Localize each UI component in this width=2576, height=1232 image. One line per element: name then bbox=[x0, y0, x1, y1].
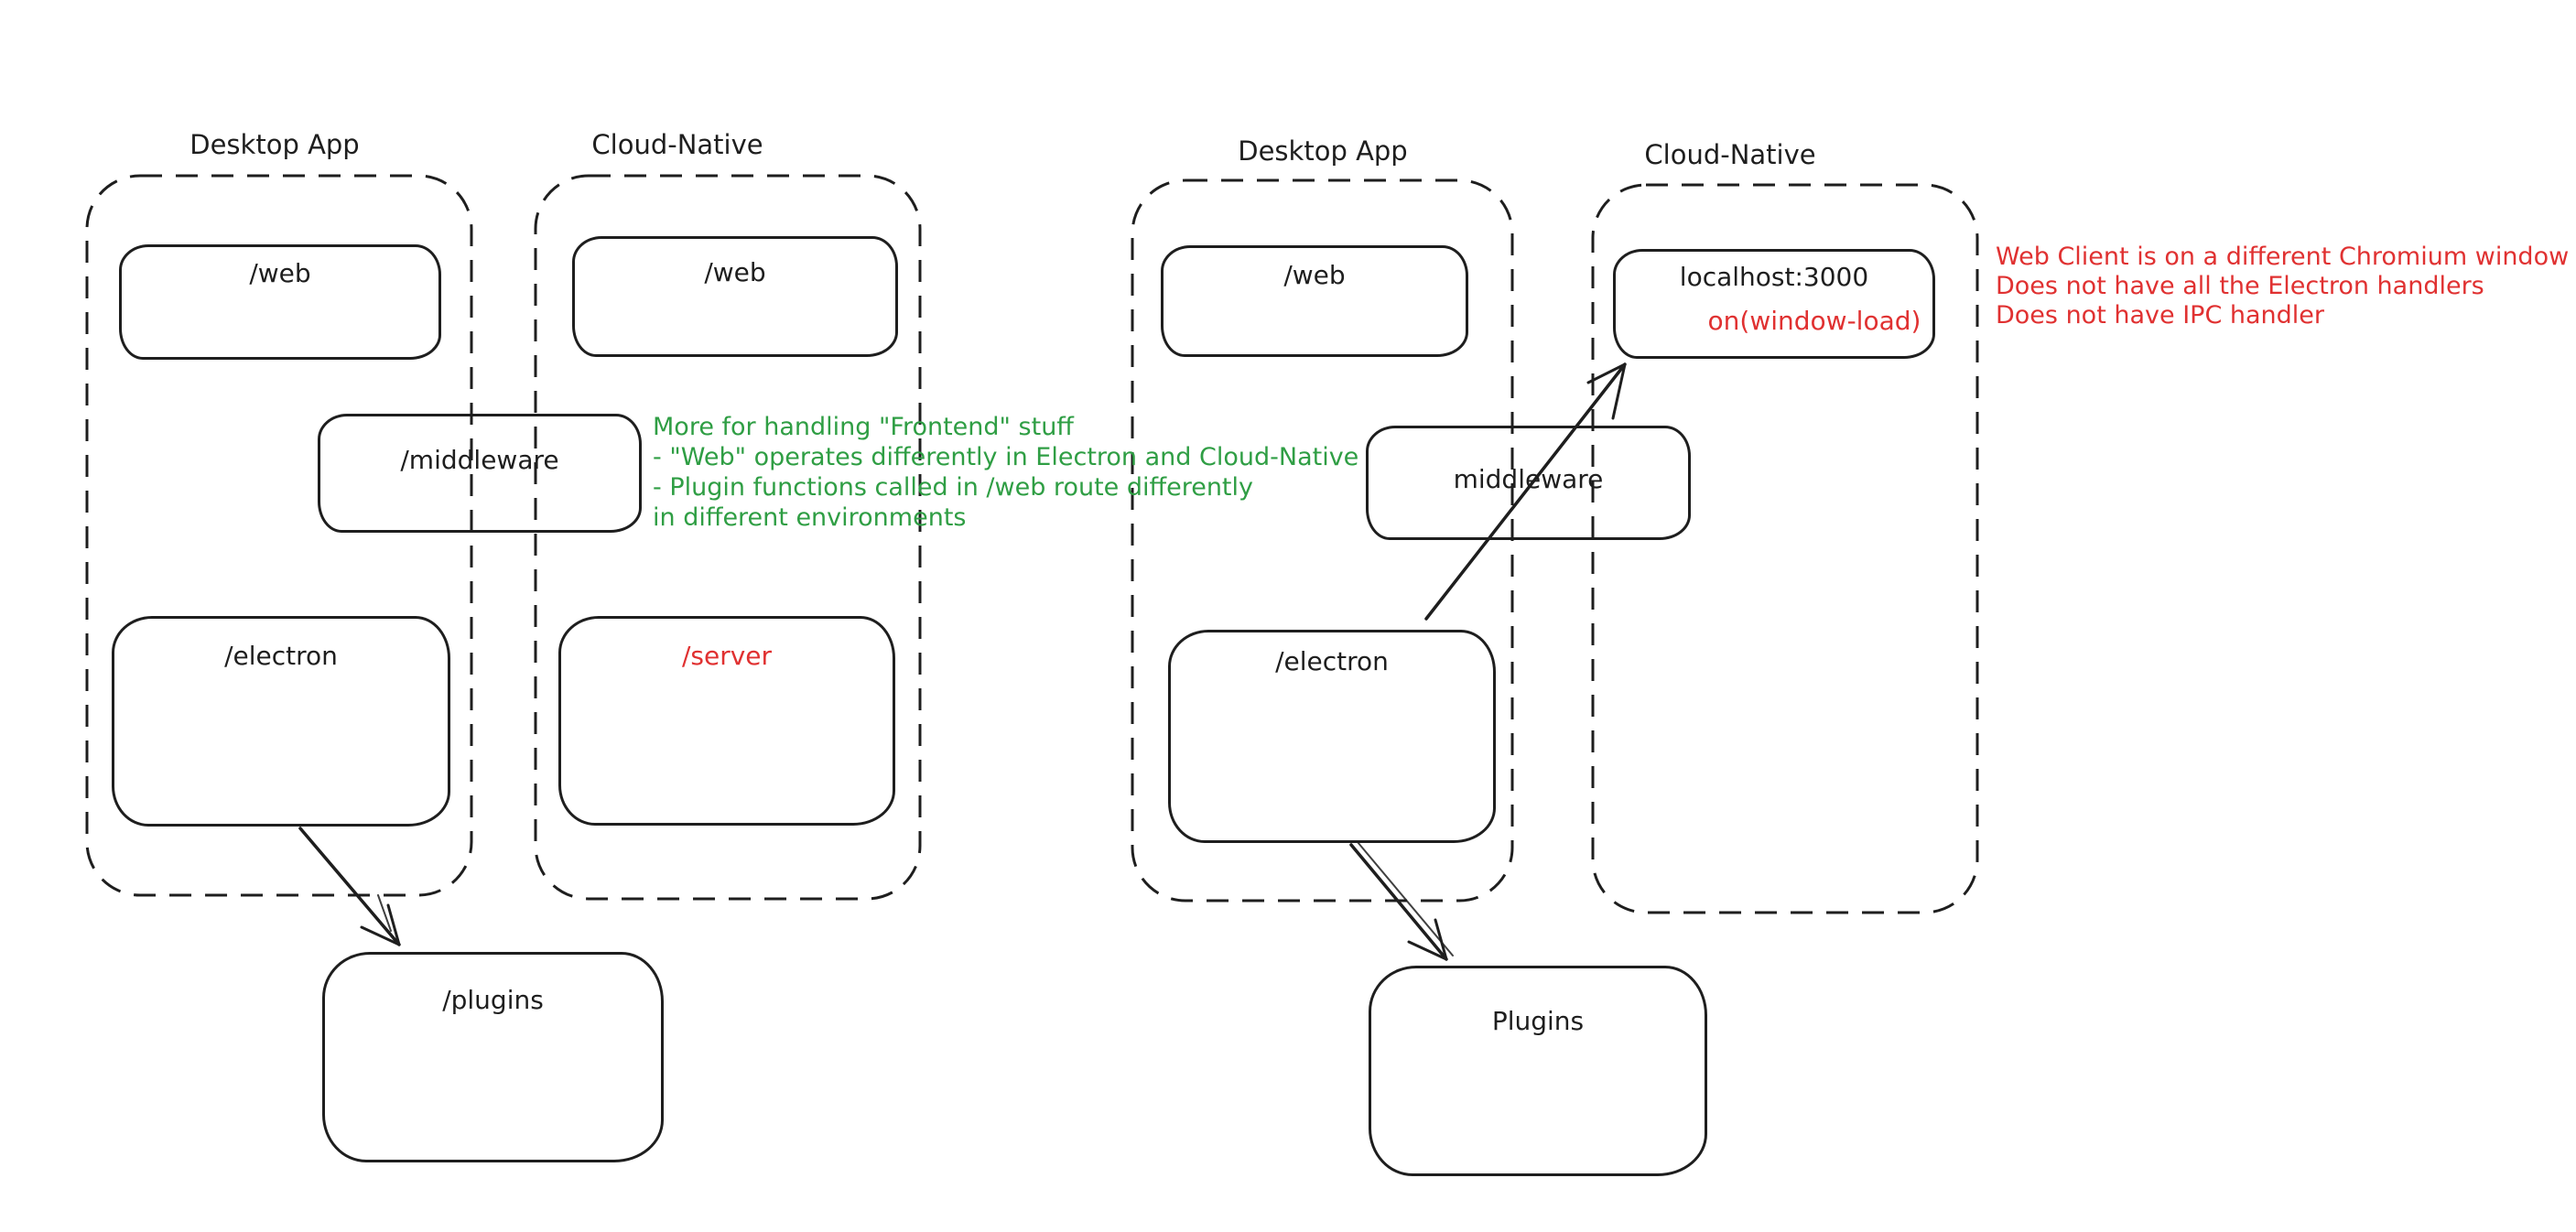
green-annotation-line: in different environments bbox=[653, 503, 967, 532]
red-annotation-line: Does not have all the Electron handlers bbox=[1996, 272, 2484, 300]
box-web-cloud-left-label: /web bbox=[704, 257, 766, 287]
box-web-cloud-left[interactable]: /web bbox=[572, 236, 898, 357]
green-annotation-line: - Plugin functions called in /web route … bbox=[653, 473, 1254, 502]
group-title-cloud-native-right: Cloud-Native bbox=[1644, 139, 1816, 170]
arrow-electron-to-plugins-right[interactable] bbox=[1349, 841, 1454, 961]
box-plugins-right-label: Plugins bbox=[1491, 1006, 1585, 1036]
group-title-cloud-native-left: Cloud-Native bbox=[591, 129, 763, 160]
box-electron-left-label: /electron bbox=[224, 641, 338, 671]
group-title-desktop-app-right: Desktop App bbox=[1238, 135, 1408, 167]
box-web-desktop-right-label: /web bbox=[1283, 260, 1346, 290]
box-middleware-right[interactable]: middleware bbox=[1366, 426, 1691, 540]
box-electron-left[interactable]: /electron bbox=[112, 616, 450, 827]
box-web-desktop-right[interactable]: /web bbox=[1161, 245, 1468, 357]
desktop-app-container-right[interactable] bbox=[1131, 178, 1514, 902]
green-annotation-line: More for handling "Frontend" stuff bbox=[653, 413, 1074, 441]
arrow-electron-to-localhost-right[interactable] bbox=[1424, 362, 1627, 621]
red-annotation-line: Does not have IPC handler bbox=[1996, 301, 2325, 330]
box-server-left[interactable]: /server bbox=[558, 616, 895, 826]
box-plugins-left[interactable]: /plugins bbox=[322, 952, 664, 1162]
green-annotation-line: - "Web" operates differently in Electron… bbox=[653, 443, 1359, 471]
box-electron-right-label: /electron bbox=[1275, 646, 1389, 676]
red-annotation-line: Web Client is on a different Chromium wi… bbox=[1996, 243, 2570, 271]
red-annotation: Web Client is on a different Chromium wi… bbox=[1996, 243, 2569, 330]
desktop-app-container-left[interactable] bbox=[85, 174, 473, 897]
group-title-desktop-app-left: Desktop App bbox=[189, 129, 360, 160]
box-localhost-right[interactable]: localhost:3000 on(window-load) bbox=[1613, 249, 1935, 359]
box-plugins-right[interactable]: Plugins bbox=[1369, 966, 1707, 1176]
box-middleware-left-label: /middleware bbox=[400, 445, 559, 475]
box-localhost-right-sublabel: on(window-load) bbox=[1707, 306, 1921, 336]
box-middleware-left[interactable]: /middleware bbox=[318, 414, 642, 533]
box-middleware-right-label: middleware bbox=[1453, 464, 1604, 494]
box-electron-right[interactable]: /electron bbox=[1168, 630, 1496, 843]
cloud-native-container-left[interactable] bbox=[534, 174, 922, 901]
arrow-electron-to-plugins-left[interactable] bbox=[298, 827, 401, 946]
green-annotation: More for handling "Frontend" stuff - "We… bbox=[653, 412, 1358, 533]
box-web-desktop-left[interactable]: /web bbox=[119, 244, 441, 360]
box-web-desktop-left-label: /web bbox=[249, 258, 311, 288]
box-server-left-label: /server bbox=[681, 641, 773, 671]
box-localhost-right-label: localhost:3000 bbox=[1679, 262, 1869, 292]
box-plugins-left-label: /plugins bbox=[442, 985, 544, 1015]
